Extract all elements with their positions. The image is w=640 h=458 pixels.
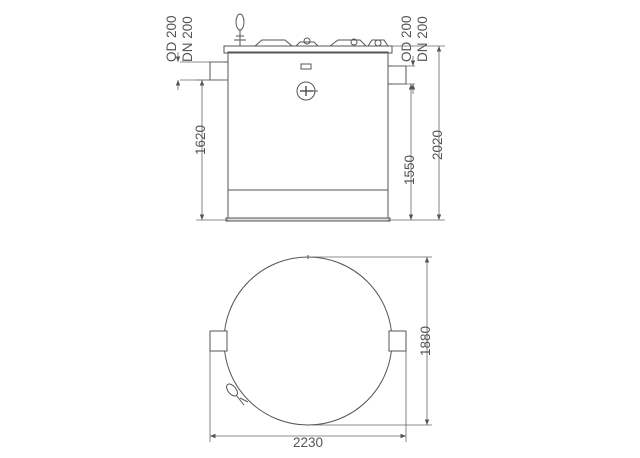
dim-2230: 2230 <box>293 435 323 450</box>
side-dimension-lines <box>175 45 445 221</box>
plan-outlet-pipe <box>388 330 407 352</box>
dim-1550: 1550 <box>402 155 417 185</box>
tank-plan-circle <box>223 256 393 426</box>
dim-2020: 2020 <box>430 130 445 160</box>
right-pipe-labels: OD 200 DN 200 <box>399 15 430 62</box>
left-pipe-labels: OD 200 DN 200 <box>164 15 195 62</box>
tank-body <box>227 51 389 221</box>
outlet-pipe <box>387 65 407 85</box>
left-dn-label: DN 200 <box>180 16 195 62</box>
dim-1880: 1880 <box>418 326 433 356</box>
right-od-label: OD 200 <box>399 15 414 62</box>
lifting-hook-icon <box>234 13 246 46</box>
dim-1620: 1620 <box>193 125 208 155</box>
plan-view <box>209 255 407 426</box>
label-plate <box>300 63 312 70</box>
plan-lifting-hook-icon <box>226 383 249 406</box>
lid-fittings <box>254 37 389 47</box>
left-od-label: OD 200 <box>164 15 179 62</box>
inlet-pipe <box>209 61 229 81</box>
side-view <box>209 13 407 222</box>
gauge-icon <box>296 81 318 101</box>
right-dn-label: DN 200 <box>415 16 430 62</box>
plan-inlet-pipe <box>209 330 228 352</box>
tank-lid <box>223 45 393 54</box>
plan-dimension-lines <box>209 256 432 442</box>
base-plate <box>225 217 391 222</box>
